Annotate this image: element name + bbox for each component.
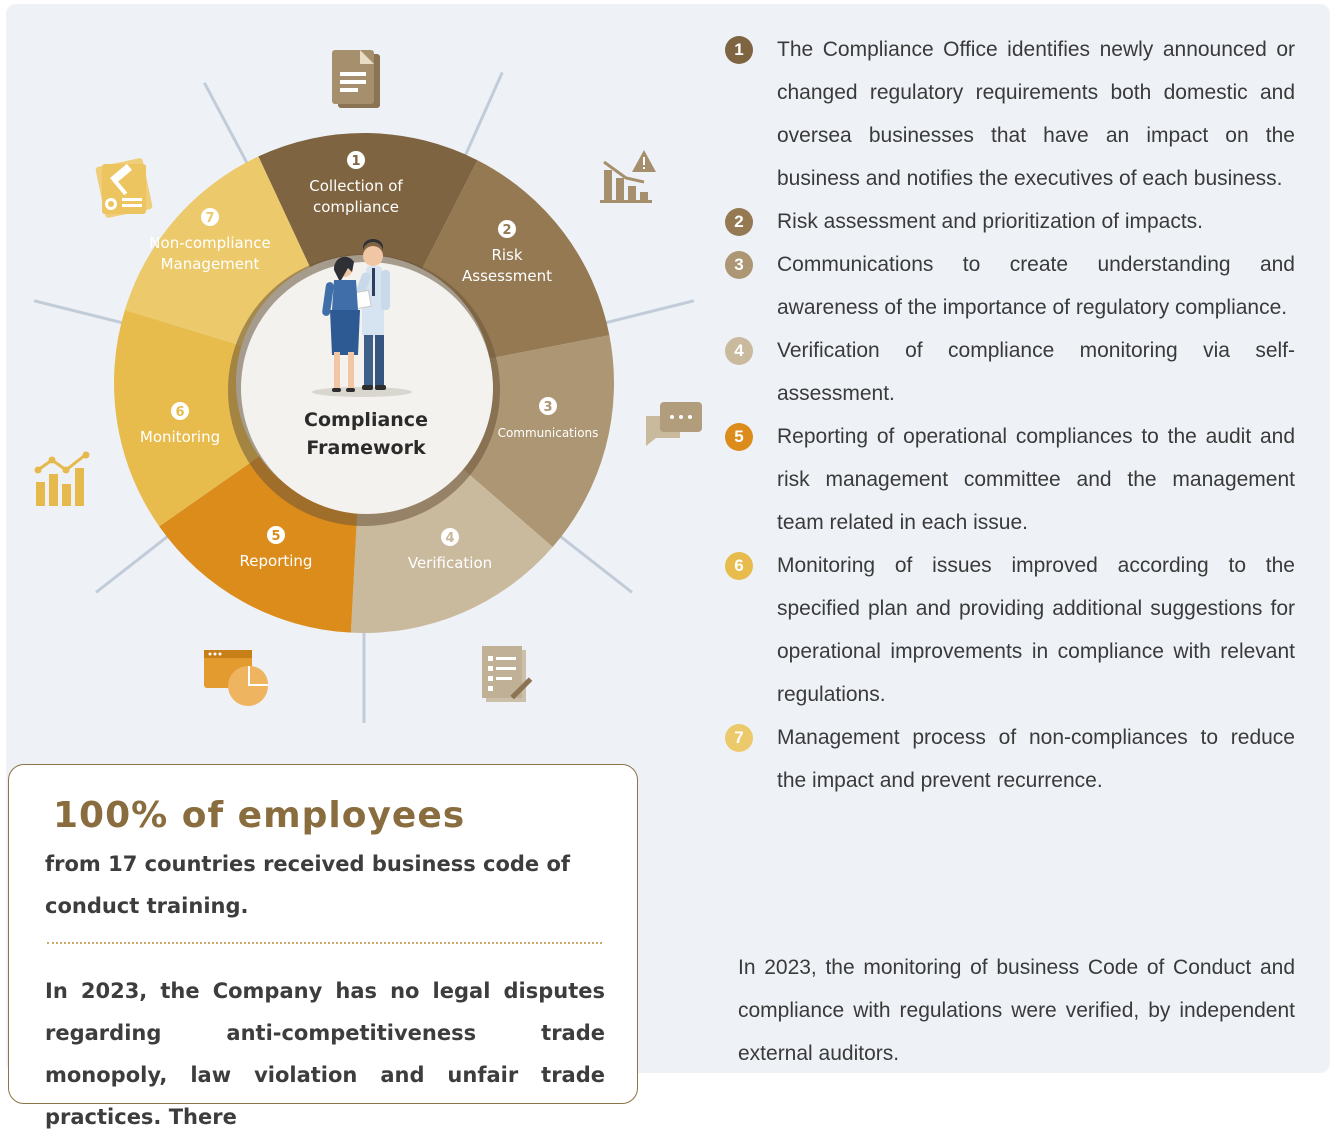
process-step: 6 Monitoring of issues improved according…	[720, 544, 1295, 716]
process-step: 5 Reporting of operational compliances to…	[720, 415, 1295, 544]
segment-number-circle	[441, 528, 459, 546]
segment-number: 4	[445, 531, 454, 546]
chat-bubble-icon	[646, 402, 702, 446]
step-description: The Compliance Office identifies newly a…	[777, 38, 1295, 190]
step-description: Reporting of operational compliances to …	[777, 425, 1295, 534]
ring-segment-6	[114, 309, 260, 527]
step-number-badge: 1	[725, 36, 753, 64]
document-icon	[332, 50, 380, 108]
center-title-line1: Compliance	[304, 409, 428, 431]
ring-segment-1	[258, 133, 478, 269]
segment-label-line1: Monitoring	[140, 428, 220, 446]
step-description: Verification of compliance monitoring vi…	[777, 339, 1295, 405]
card-subtitle: from 17 countries received business code…	[45, 852, 571, 918]
checklist-icon	[482, 646, 533, 702]
audit-summary-text: In 2023, the monitoring of business Code…	[738, 956, 1295, 1065]
segment-number: 1	[351, 154, 360, 169]
process-step: 1 The Compliance Office identifies newly …	[720, 28, 1295, 200]
segment-number: 7	[205, 211, 214, 226]
segment-number-circle	[347, 151, 365, 169]
step-number-badge: 3	[725, 251, 753, 279]
step-description: Communications to create understanding a…	[777, 253, 1295, 319]
monitoring-chart-icon	[34, 451, 90, 506]
business-people-illustration	[312, 239, 412, 397]
step-number-badge: 7	[725, 724, 753, 752]
training-highlight-card: 100% of employees from 17 countries rece…	[8, 764, 638, 1129]
segment-label-line1: Reporting	[240, 552, 313, 570]
segment-number-circle	[267, 526, 285, 544]
step-number-badge: 2	[725, 208, 753, 236]
step-description: Risk assessment and prioritization of im…	[777, 210, 1203, 233]
step-number-badge: 5	[725, 423, 753, 451]
segment-number-circle	[539, 397, 557, 415]
risk-chart-icon	[600, 150, 656, 203]
process-step: 2 Risk assessment and prioritization of i…	[720, 200, 1295, 243]
segment-number: 5	[271, 529, 280, 544]
process-step: 7 Management process of non-compliances t…	[720, 716, 1295, 802]
step-number-badge: 6	[725, 552, 753, 580]
segment-number-circle	[171, 402, 189, 420]
segment-number-circle	[498, 220, 516, 238]
segment-label-line1: Non-compliance	[149, 234, 270, 252]
segment-label-line1: Risk	[491, 246, 522, 264]
report-pie-icon	[204, 650, 268, 706]
segment-label-line1: Verification	[408, 554, 492, 572]
process-step: 4 Verification of compliance monitoring v…	[720, 329, 1295, 415]
segment-number: 3	[543, 400, 552, 415]
segment-label-line1: Collection of	[309, 177, 403, 195]
step-number-badge: 4	[725, 337, 753, 365]
segment-number-circle	[201, 208, 219, 226]
dotted-divider	[47, 942, 602, 944]
segment-label-line2: Assessment	[462, 267, 552, 285]
step-description: Management process of non-compliances to…	[777, 726, 1295, 792]
card-title: 100% of employees	[53, 795, 466, 836]
certificate-gavel-icon	[95, 158, 153, 218]
step-description: Monitoring of issues improved according …	[777, 554, 1295, 706]
process-steps-list: 1 The Compliance Office identifies newly …	[720, 28, 1295, 802]
segment-label-line2: Management	[161, 255, 260, 273]
segment-label-line2: compliance	[313, 198, 399, 216]
card-note: In 2023, the Company has no legal disput…	[45, 979, 605, 1129]
process-step: 3 Communications to create understanding …	[720, 243, 1295, 329]
segment-number: 6	[175, 405, 184, 420]
center-title-line2: Framework	[306, 437, 426, 459]
segment-label-line1: Communications	[498, 426, 599, 440]
segment-number: 2	[502, 223, 511, 238]
